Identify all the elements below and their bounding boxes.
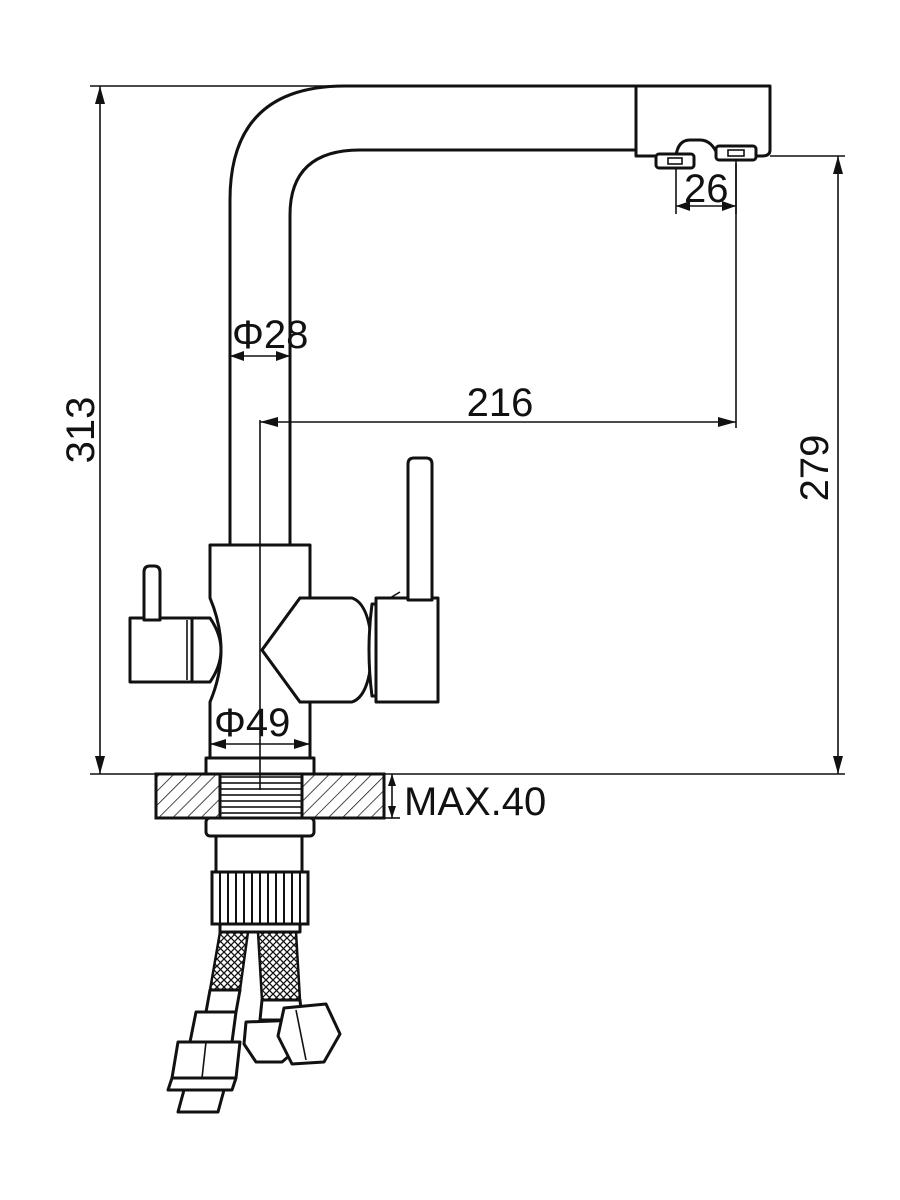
dimension-spout-height: 279: [793, 156, 843, 774]
lock-washer: [204, 816, 316, 838]
dimension-max40-label: MAX.40: [404, 780, 546, 824]
left-lever: [142, 564, 162, 622]
dimension-279-label: 279: [793, 435, 837, 502]
spout-head: [634, 84, 772, 158]
outlet-left-tip: [667, 157, 683, 165]
outlet-right: [714, 144, 758, 162]
hose-right-nut: [276, 1002, 342, 1066]
dimension-outlet-spacing: 26: [675, 160, 737, 214]
countertop-right: [300, 772, 386, 820]
right-lever-body: [374, 596, 440, 704]
outlet-left: [654, 152, 696, 170]
dimension-26-label: 26: [684, 167, 729, 211]
dimension-spout-diameter: Φ28: [230, 313, 308, 361]
outlet-right-tip: [727, 149, 745, 157]
dimension-base-diameter: Φ49: [210, 701, 310, 749]
hose-left-tip: [176, 1088, 226, 1114]
hose-left: [208, 930, 250, 992]
left-valve-branch: [188, 616, 223, 684]
hose-middle: [256, 930, 302, 1002]
dimension-d28-label: Φ28: [232, 313, 308, 357]
lock-nut: [210, 870, 310, 926]
dimension-313-label: 313: [59, 397, 103, 464]
countertop-left: [154, 772, 222, 820]
mounting-thread: [218, 772, 304, 820]
dimension-total-height: 313: [59, 86, 105, 774]
faucet-outline: [128, 84, 772, 1114]
mounting-shank: [214, 834, 304, 874]
dimension-d49-label: Φ49: [214, 701, 290, 745]
dimension-216-label: 216: [467, 381, 534, 425]
dimension-spout-reach: 216: [260, 164, 737, 428]
left-handle-body: [128, 616, 194, 684]
dimension-max-thickness: MAX.40: [388, 774, 546, 824]
right-lever: [406, 456, 434, 602]
reference-lines: [90, 85, 845, 819]
hose-left-fitting: [188, 1010, 238, 1044]
